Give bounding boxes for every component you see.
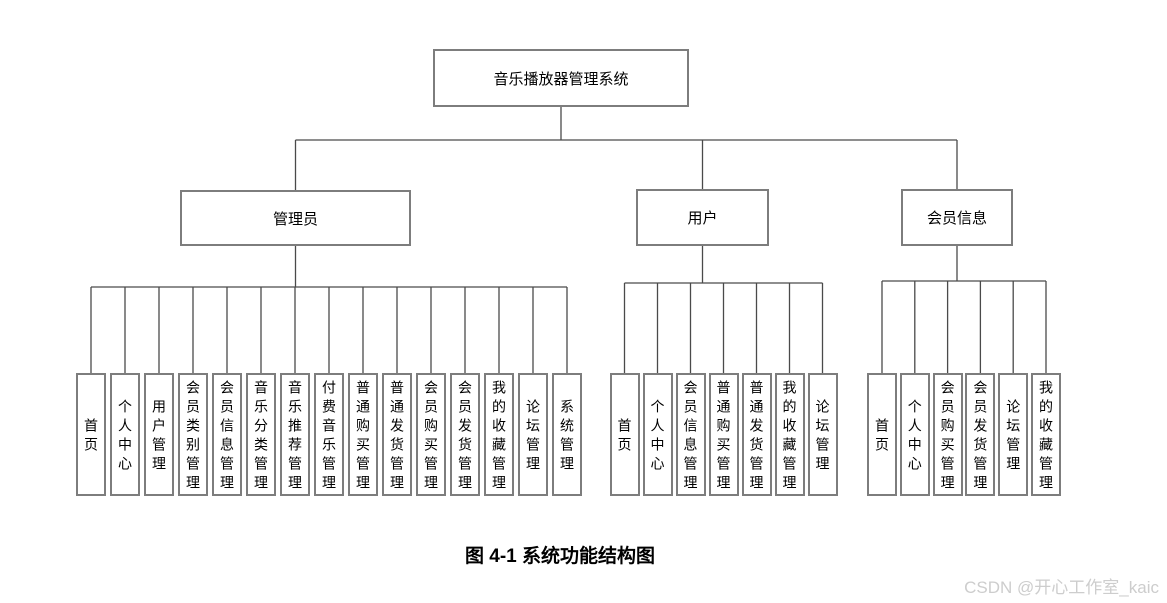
node-leaf: 会员发货管理 bbox=[965, 373, 996, 496]
node-leaf: 个人中心 bbox=[899, 373, 930, 496]
node-branch-member: 会员信息 bbox=[901, 189, 1013, 246]
node-leaf: 会员购买管理 bbox=[416, 373, 446, 496]
node-leaf: 会员发货管理 bbox=[450, 373, 480, 496]
node-leaf: 论坛管理 bbox=[998, 373, 1029, 496]
node-leaf: 音乐分类管理 bbox=[246, 373, 276, 496]
node-leaf: 系统管理 bbox=[552, 373, 582, 496]
node-leaf: 个人中心 bbox=[642, 373, 673, 496]
node-leaf: 我的收藏管理 bbox=[1031, 373, 1061, 496]
node-leaf: 普通购买管理 bbox=[348, 373, 378, 496]
node-branch-user: 用户 bbox=[636, 189, 769, 246]
node-root-system: 音乐播放器管理系统 bbox=[433, 49, 689, 107]
node-branch-admin: 管理员 bbox=[180, 190, 411, 246]
node-leaf: 首页 bbox=[867, 373, 897, 496]
node-leaf: 会员类别管理 bbox=[178, 373, 208, 496]
watermark-text: CSDN @开心工作室_kaic bbox=[964, 578, 1159, 597]
node-leaf: 会员购买管理 bbox=[932, 373, 963, 496]
node-leaf: 付费音乐管理 bbox=[314, 373, 344, 496]
node-leaf: 我的收藏管理 bbox=[774, 373, 805, 496]
figure-caption: 图 4-1 系统功能结构图 bbox=[464, 546, 656, 567]
node-leaf: 首页 bbox=[609, 373, 640, 496]
node-leaf: 论坛管理 bbox=[807, 373, 838, 496]
node-leaf: 会员信息管理 bbox=[212, 373, 242, 496]
node-leaf: 普通发货管理 bbox=[741, 373, 772, 496]
node-leaf: 用户管理 bbox=[144, 373, 174, 496]
node-leaf: 论坛管理 bbox=[518, 373, 548, 496]
node-leaf: 会员信息管理 bbox=[675, 373, 706, 496]
node-leaf: 普通发货管理 bbox=[382, 373, 412, 496]
node-leaf: 首页 bbox=[76, 373, 106, 496]
node-leaf: 个人中心 bbox=[110, 373, 140, 496]
node-leaf: 我的收藏管理 bbox=[484, 373, 514, 496]
node-leaf: 普通购买管理 bbox=[708, 373, 739, 496]
node-leaf: 音乐推荐管理 bbox=[280, 373, 310, 496]
